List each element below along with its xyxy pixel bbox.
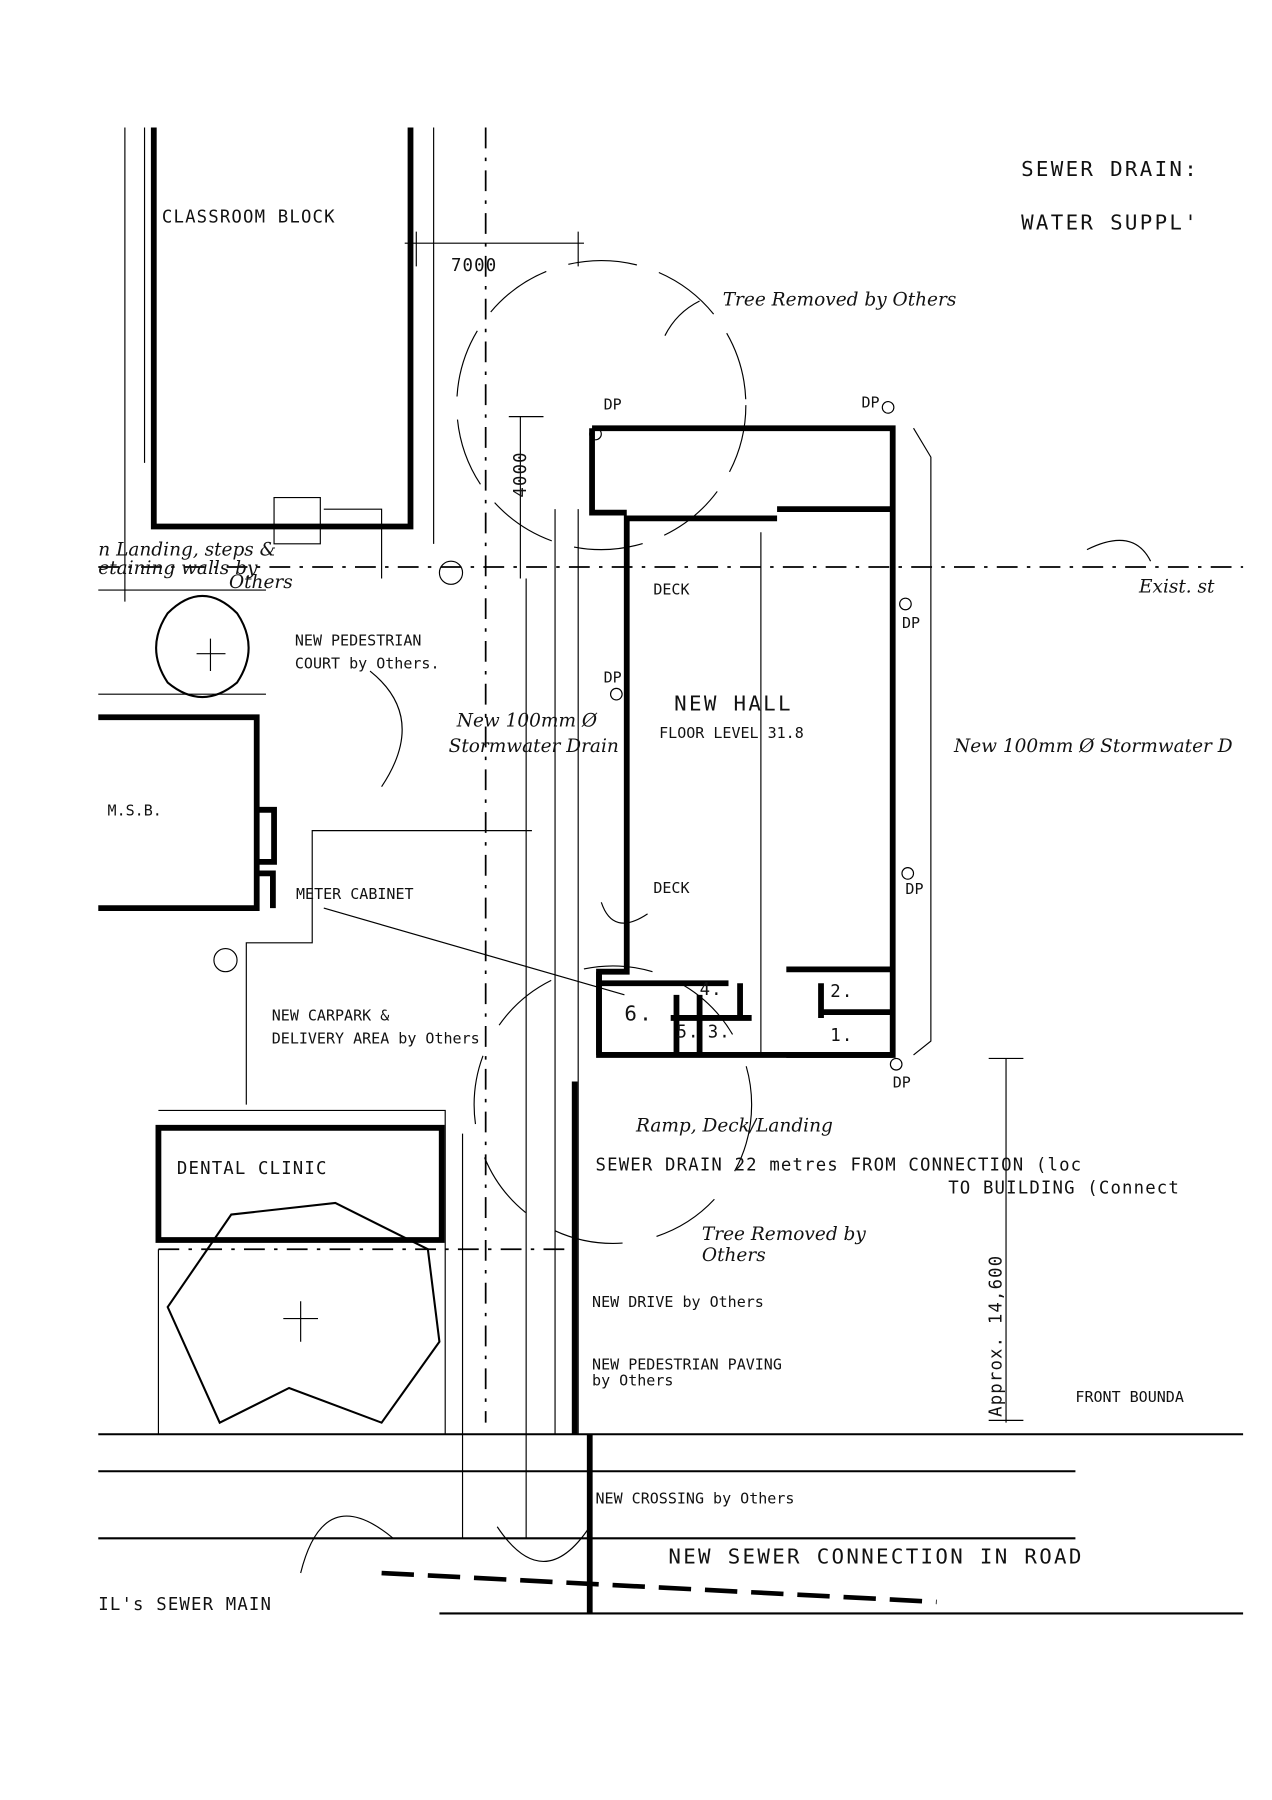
note-carpark-2: DELIVERY AREA by Others [272, 1029, 480, 1047]
dental-clinic-label: DENTAL CLINIC [177, 1159, 328, 1179]
legend-sewer-drain: SEWER DRAIN: [1021, 157, 1199, 181]
note-court-2: COURT by Others. [295, 655, 440, 673]
room-6: 6. [624, 1001, 654, 1025]
new-hall-label: NEW HALL [674, 691, 793, 715]
room-2: 2. [830, 982, 853, 1002]
note-paving-2: by Others [592, 1372, 673, 1390]
leader-arcs [300, 300, 1152, 1574]
legend-water-supply: WATER SUPPL' [1021, 210, 1199, 234]
annotations: Tree Removed by Others n Landing, steps … [98, 290, 1232, 1615]
room-5: 5. [676, 1023, 699, 1043]
legend: SEWER DRAIN: WATER SUPPL' [1021, 157, 1199, 234]
note-tree-removed-bottom-2: Others [702, 1245, 766, 1266]
dp-label: DP [861, 393, 879, 411]
building-labels: CLASSROOM BLOCK M.S.B. DENTAL CLINIC NEW… [108, 207, 853, 1179]
note-new-crossing: NEW CROSSING by Others [596, 1490, 795, 1508]
dp-label: DP [902, 614, 920, 632]
dp-label: DP [604, 396, 622, 414]
note-deck-mid: DECK [653, 879, 689, 897]
dp-label: DP [905, 880, 923, 898]
floor-level-label: FLOOR LEVEL 31.8 [659, 724, 804, 742]
note-sewer-main: IL's SEWER MAIN [98, 1595, 272, 1615]
downpipes: DP DP DP DP DP DP [589, 393, 924, 1091]
note-sewer-drain-1: SEWER DRAIN 22 metres FROM CONNECTION (l… [596, 1156, 1083, 1176]
note-landing-3: Others [229, 572, 293, 593]
dimension-7000: 7000 [451, 256, 497, 276]
dimensions: 7000 4000 Approx. 14,600 [451, 256, 1006, 1417]
note-landing-2: etaining walls by [98, 558, 258, 579]
classroom-block-label: CLASSROOM BLOCK [162, 207, 336, 227]
site-lines [98, 127, 1244, 1615]
note-deck-top: DECK [653, 581, 689, 599]
note-sewer-connection: NEW SEWER CONNECTION IN ROAD [668, 1545, 1083, 1569]
note-carpark-1: NEW CARPARK & [272, 1006, 390, 1024]
tree-circles [155, 259, 753, 1425]
msb-building [98, 714, 277, 911]
room-3: 3. [708, 1023, 731, 1043]
note-tree-removed-bottom-1: Tree Removed by [702, 1224, 866, 1245]
room-4: 4. [700, 980, 723, 1000]
note-ramp: Ramp, Deck/Landing [635, 1115, 833, 1136]
note-stormwater-left-1: New 100mm Ø [456, 711, 598, 732]
dp-label: DP [893, 1073, 911, 1091]
note-stormwater-left-2: Stormwater Drain [449, 736, 619, 757]
note-front-boundary: FRONT BOUNDA [1075, 1388, 1183, 1406]
classroom-block [124, 127, 435, 602]
room-1: 1. [830, 1026, 853, 1046]
note-paving-1: NEW PEDESTRIAN PAVING [592, 1355, 782, 1373]
note-sewer-drain-2: TO BUILDING (Connect [948, 1179, 1180, 1199]
note-new-drive: NEW DRIVE by Others [592, 1293, 764, 1311]
note-landing-1: n Landing, steps & [98, 539, 276, 560]
msb-label: M.S.B. [108, 802, 162, 820]
dimension-4000: 4000 [511, 451, 531, 497]
note-stormwater-right: New 100mm Ø Stormwater D [953, 736, 1233, 757]
note-existing: Exist. st [1138, 576, 1215, 597]
dimension-14600: Approx. 14,600 [986, 1255, 1006, 1417]
note-meter-cabinet: METER CABINET [296, 885, 414, 903]
note-tree-removed-top: Tree Removed by Others [723, 290, 957, 311]
new-hall-outline [589, 425, 932, 1058]
note-court-1: NEW PEDESTRIAN [295, 632, 422, 650]
dp-label: DP [604, 669, 622, 687]
